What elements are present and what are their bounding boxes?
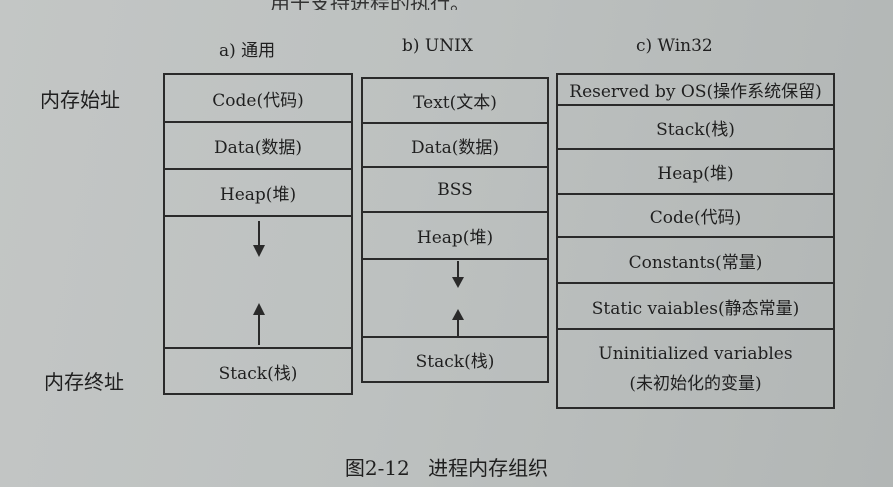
win32-stack-segment: Stack(栈) (558, 106, 833, 150)
general-memory-diagram: Code(代码) Data(数据) Heap(堆) Stack(栈) (163, 73, 353, 395)
general-code-segment: Code(代码) (165, 75, 351, 123)
win32-constants-segment: Constants(常量) (558, 238, 833, 284)
unix-free-space (363, 260, 547, 338)
general-data-segment: Data(数据) (165, 123, 351, 170)
unix-bss-segment: BSS (363, 168, 547, 213)
unix-stack-segment: Stack(栈) (415, 352, 495, 372)
column-title-unix: b) UNIX (402, 36, 473, 56)
win32-reserved-segment: Reserved by OS(操作系统保留) (558, 75, 833, 106)
win32-static-segment: Static vaiables(静态常量) (558, 284, 833, 330)
win32-uninitialized-segment: Uninitialized variables (未初始化的变量) (558, 330, 833, 407)
win32-heap-segment: Heap(堆) (558, 150, 833, 195)
figure-caption: 图2-12 进程内存组织 (0, 452, 893, 481)
win32-memory-diagram: Reserved by OS(操作系统保留) Stack(栈) Heap(堆) … (556, 73, 835, 409)
figure-number: 图2-12 (344, 456, 410, 480)
unix-text-segment: Text(文本) (363, 79, 547, 124)
unix-heap-segment: Heap(堆) (363, 213, 547, 260)
general-stack-segment: Stack(栈) (218, 363, 298, 384)
uninitialized-label-line-1: Uninitialized variables (598, 343, 793, 364)
win32-code-segment: Code(代码) (558, 195, 833, 238)
memory-start-label: 内存始址 (40, 88, 120, 112)
general-heap-segment: Heap(堆) (165, 170, 351, 217)
heap-growth-arrow-down (452, 261, 464, 288)
stack-growth-arrow-up (253, 303, 265, 345)
unix-data-segment: Data(数据) (363, 124, 547, 168)
unix-memory-diagram: Text(文本) Data(数据) BSS Heap(堆) Stack(栈) (361, 77, 549, 383)
cropped-top-text: 用于支持进程的执行。 (270, 0, 630, 10)
column-title-win32: c) Win32 (636, 36, 713, 56)
memory-end-label: 内存终址 (44, 370, 124, 394)
general-free-space (165, 217, 351, 349)
column-title-general: a) 通用 (219, 41, 276, 61)
heap-growth-arrow-down (253, 221, 265, 257)
stack-growth-arrow-up (452, 309, 464, 338)
figure-title: 进程内存组织 (428, 456, 549, 480)
uninitialized-label-line-2: (未初始化的变量) (629, 373, 762, 394)
